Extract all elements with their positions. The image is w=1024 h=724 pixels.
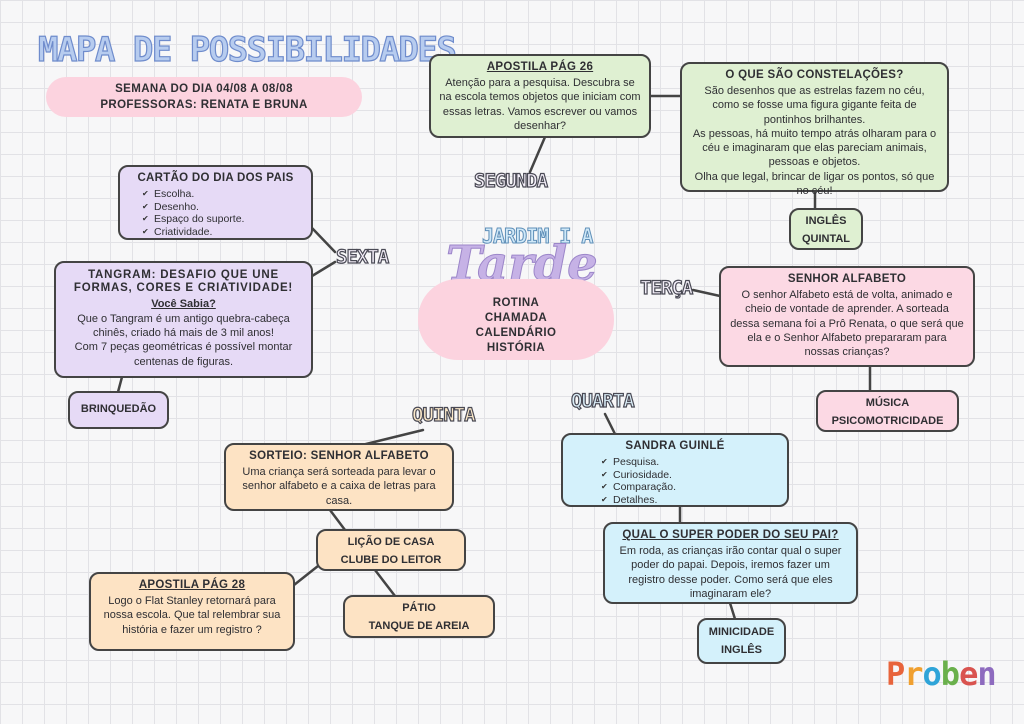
card-text: Uma criança será sorteada para levar o s… bbox=[242, 465, 436, 507]
brand-letter: P bbox=[886, 655, 905, 693]
segunda-apostila-card: APOSTILA PÁG 26 Atenção para a pesquisa.… bbox=[429, 54, 651, 138]
terca-extras-card: MÚSICA PSICOMOTRICIDADE bbox=[816, 390, 959, 432]
brand-letter: r bbox=[904, 655, 923, 693]
extra-item: TANQUE DE AREIA bbox=[368, 619, 470, 632]
day-label-quinta: QUINTA bbox=[411, 403, 476, 426]
checklist-item: Criatividade. bbox=[142, 226, 303, 239]
routine-item: CALENDÁRIO bbox=[475, 327, 557, 339]
routine-item: ROTINA bbox=[492, 297, 540, 309]
card-subtitle: Você Sabia? bbox=[151, 298, 216, 311]
extra-item: MINICIDADE bbox=[708, 626, 775, 638]
header-banner: SEMANA DO DIA 04/08 A 08/08 PROFESSORAS:… bbox=[46, 77, 362, 117]
quinta-patio-card: PÁTIO TANQUE DE AREIA bbox=[343, 595, 495, 638]
routine-item: HISTÓRIA bbox=[486, 342, 546, 354]
segunda-extras-card: INGLÊS QUINTAL bbox=[789, 208, 863, 250]
day-label-terca: TERÇA bbox=[639, 276, 693, 299]
extra-item: PÁTIO bbox=[402, 602, 436, 614]
checklist-item: Escolha. bbox=[142, 188, 303, 201]
card-text: Com 7 peças geométricas é possível monta… bbox=[74, 341, 293, 368]
card-title: SORTEIO: SENHOR ALFABETO bbox=[249, 450, 429, 462]
quarta-sandra-card: SANDRA GUINLÉ Pesquisa. Curiosidade. Com… bbox=[561, 433, 789, 507]
quinta-sorteio-card: SORTEIO: SENHOR ALFABETO Uma criança ser… bbox=[224, 443, 454, 511]
terca-alfabeto-card: SENHOR ALFABETO O senhor Alfabeto está d… bbox=[719, 266, 975, 367]
checklist-item: Desenho. bbox=[142, 201, 303, 214]
card-text: O senhor Alfabeto está de volta, animado… bbox=[730, 288, 964, 359]
card-title: CARTÃO DO DIA DOS PAIS bbox=[137, 172, 294, 184]
checklist: Escolha. Desenho. Espaço do suporte. Cri… bbox=[142, 188, 303, 238]
checklist: Pesquisa. Curiosidade. Comparação. Detal… bbox=[601, 456, 779, 506]
class-name: JARDIM I A bbox=[481, 224, 593, 249]
quinta-apostila-card: APOSTILA PÁG 28 Logo o Flat Stanley reto… bbox=[89, 572, 295, 651]
extra-item: MÚSICA bbox=[865, 397, 910, 409]
checklist-item: Curiosidade. bbox=[601, 469, 779, 482]
card-text: Que o Tangram é um antigo quebra-cabeça … bbox=[77, 312, 290, 340]
page-title: MAPA DE POSSIBILIDADES bbox=[37, 29, 457, 70]
card-text: Atenção para a pesquisa. Descubra se na … bbox=[439, 76, 641, 132]
segunda-constelacoes-card: O QUE SÃO CONSTELAÇÕES? São desenhos que… bbox=[680, 62, 949, 197]
card-title: QUAL O SUPER PODER DO SEU PAI? bbox=[622, 529, 839, 541]
extra-item: INGLÊS bbox=[805, 215, 847, 227]
extra-item: INGLÊS bbox=[721, 643, 762, 656]
checklist-item: Detalhes. bbox=[601, 494, 779, 507]
checklist-item: Espaço do suporte. bbox=[142, 213, 303, 226]
card-title: APOSTILA PÁG 28 bbox=[138, 579, 246, 591]
sexta-tangram-card: TANGRAM: DESAFIO QUE UNE FORMAS, CORES E… bbox=[54, 261, 313, 378]
extra-item: QUINTAL bbox=[801, 232, 851, 245]
extra-item: CLUBE DO LEITOR bbox=[340, 553, 442, 566]
sexta-cartao-card: CARTÃO DO DIA DOS PAIS Escolha. Desenho.… bbox=[118, 165, 313, 240]
brand-letter: b bbox=[940, 655, 960, 693]
card-title: APOSTILA PÁG 26 bbox=[486, 61, 594, 73]
teachers-label: PROFESSORAS: RENATA E BRUNA bbox=[100, 99, 308, 111]
day-label-segunda: SEGUNDA bbox=[473, 169, 548, 192]
extra-item: BRINQUEDÃO bbox=[80, 403, 157, 415]
quinta-licao-card: LIÇÃO DE CASA CLUBE DO LEITOR bbox=[316, 529, 466, 571]
day-label-quarta: QUARTA bbox=[570, 389, 635, 412]
card-title: SANDRA GUINLÉ bbox=[625, 440, 725, 452]
extra-item: LIÇÃO DE CASA bbox=[347, 536, 435, 548]
routine-bubble: ROTINA CHAMADA CALENDÁRIO HISTÓRIA bbox=[418, 279, 614, 360]
brand-letter: e bbox=[959, 655, 978, 693]
checklist-item: Comparação. bbox=[601, 481, 779, 494]
card-text: As pessoas, há muito tempo atrás olharam… bbox=[692, 127, 937, 169]
brand-letter: n bbox=[977, 655, 996, 693]
card-text: Olha que legal, brincar de ligar os pont… bbox=[694, 170, 935, 198]
week-label: SEMANA DO DIA 04/08 A 08/08 bbox=[115, 83, 293, 95]
brand-logo: Proben bbox=[886, 655, 997, 693]
card-text: Em roda, as crianças irão contar qual o … bbox=[619, 544, 842, 600]
brand-letter: o bbox=[922, 655, 942, 693]
quarta-extras-card: MINICIDADE INGLÊS bbox=[697, 618, 786, 664]
card-title: SENHOR ALFABETO bbox=[787, 273, 907, 285]
card-text: Logo o Flat Stanley retornará para nossa… bbox=[103, 594, 281, 636]
sexta-extras-card: BRINQUEDÃO bbox=[68, 391, 169, 429]
routine-item: CHAMADA bbox=[484, 312, 548, 324]
card-text: São desenhos que as estrelas fazem no cé… bbox=[704, 84, 925, 126]
card-title: O QUE SÃO CONSTELAÇÕES? bbox=[725, 69, 904, 81]
checklist-item: Pesquisa. bbox=[601, 456, 779, 469]
card-title: TANGRAM: DESAFIO QUE UNE FORMAS, CORES E… bbox=[73, 269, 294, 295]
quarta-superpoder-card: QUAL O SUPER PODER DO SEU PAI? Em roda, … bbox=[603, 522, 858, 604]
day-label-sexta: SEXTA bbox=[335, 245, 389, 268]
extra-item: PSICOMOTRICIDADE bbox=[831, 414, 944, 427]
